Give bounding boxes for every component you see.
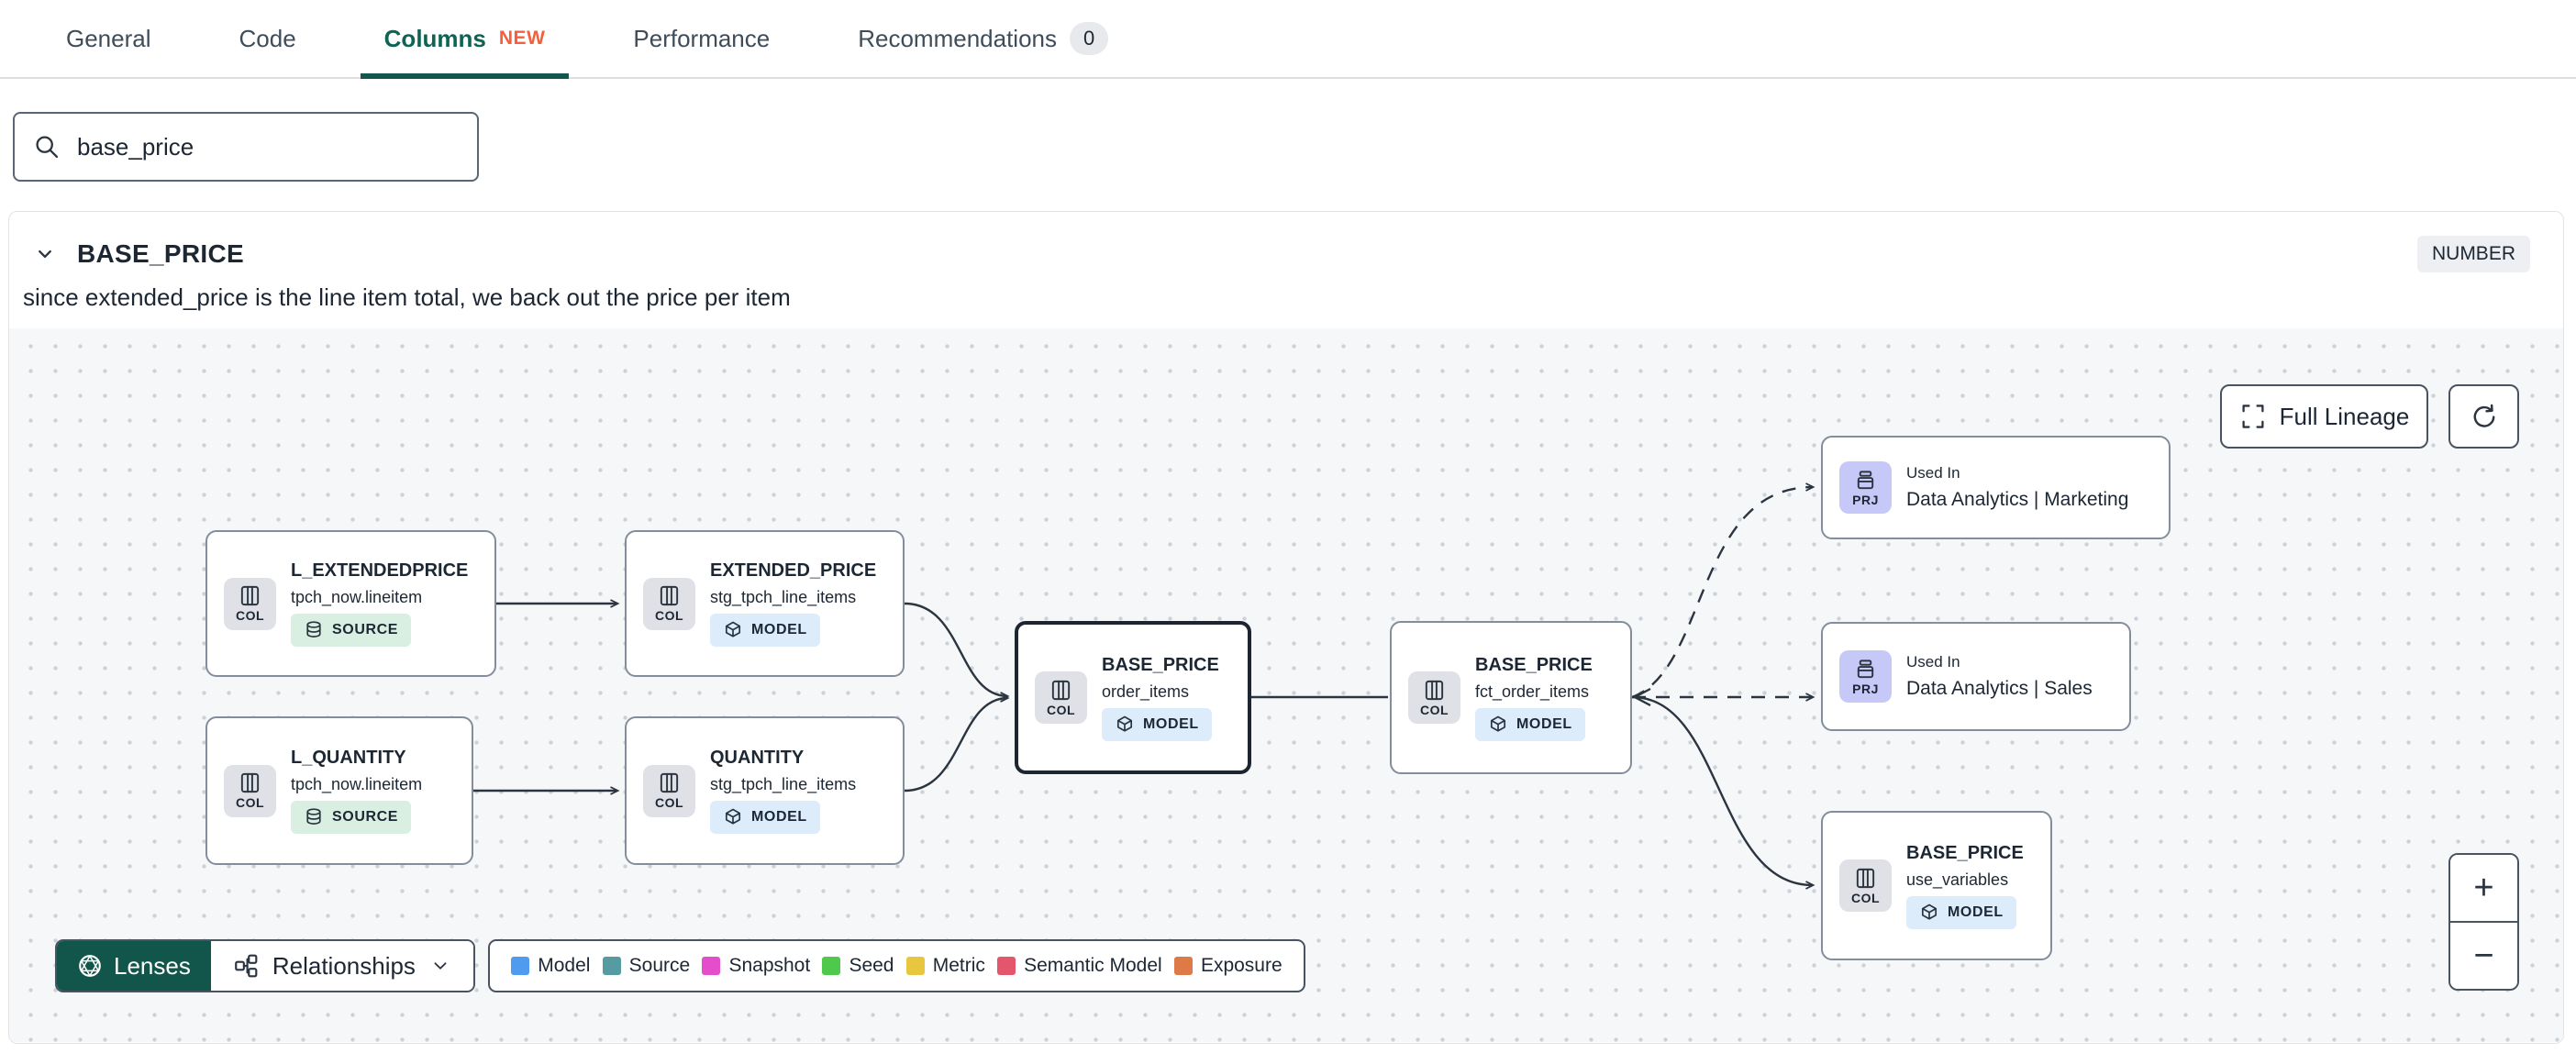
refresh-icon (2473, 404, 2494, 427)
cube-icon (1921, 903, 1938, 920)
archive-icon (1857, 659, 1874, 678)
columns-icon (240, 772, 260, 793)
zoom-controls: + − (2448, 853, 2519, 991)
full-lineage-button[interactable]: Full Lineage (2220, 384, 2428, 449)
legend-item-semantic-model: Semantic Model (997, 955, 1162, 977)
tab-general[interactable]: General (66, 24, 151, 52)
seed-swatch (822, 957, 841, 975)
cube-icon (725, 621, 741, 637)
lineage-canvas[interactable]: Full Lineage COL L_EXTENDEDPRICE tpch_no… (9, 328, 2563, 1042)
refresh-button[interactable] (2448, 384, 2519, 449)
legend-item-seed: Seed (822, 955, 894, 977)
column-chip: COL (643, 764, 695, 817)
legend-item-snapshot: Snapshot (702, 955, 810, 977)
columns-icon (660, 585, 679, 606)
lenses-toolbar: Lenses Relationships (55, 939, 475, 992)
lineage-edges (473, 482, 1815, 890)
lineage-node-base-price-fct-order-items[interactable]: COL BASE_PRICE fct_order_items MODEL (1390, 621, 1632, 774)
tab-code[interactable]: Code (239, 24, 296, 52)
search-input[interactable] (77, 132, 459, 161)
relationships-dropdown[interactable]: Relationships (210, 941, 473, 991)
zoom-out-button[interactable]: − (2450, 923, 2517, 989)
metric-swatch (905, 957, 925, 975)
cube-icon (725, 808, 741, 825)
model-badge: MODEL (710, 614, 820, 647)
model-swatch (511, 957, 530, 975)
tab-recommendations[interactable]: Recommendations 0 (834, 0, 1132, 77)
legend-item-metric: Metric (905, 955, 985, 977)
lineage-node-used-in-sales[interactable]: PRJ Used In Data Analytics | Sales (1821, 622, 2131, 731)
model-badge: MODEL (1906, 895, 2016, 929)
source-badge: SOURCE (291, 801, 412, 834)
source-badge: SOURCE (291, 614, 412, 647)
column-chip: COL (643, 577, 695, 630)
node-type-legend: Model Source Snapshot Seed Metric Semant… (488, 939, 1305, 992)
project-chip: PRJ (1839, 650, 1892, 703)
chevron-down-icon (434, 962, 447, 970)
tab-performance[interactable]: Performance (633, 24, 771, 52)
project-chip: PRJ (1839, 461, 1892, 514)
source-swatch (602, 957, 621, 975)
archive-icon (1857, 470, 1874, 489)
zoom-in-button[interactable]: + (2450, 855, 2517, 923)
column-name: BASE_PRICE (77, 239, 244, 268)
column-chip: COL (224, 764, 276, 817)
column-chip: COL (224, 577, 276, 630)
columns-icon (1051, 680, 1071, 700)
new-badge: NEW (498, 28, 546, 49)
column-description: since extended_price is the line item to… (23, 283, 791, 311)
collapse-chevron-icon[interactable] (31, 240, 59, 268)
search-box[interactable] (13, 112, 479, 182)
column-chip: COL (1035, 671, 1087, 724)
model-badge: MODEL (710, 801, 820, 834)
legend-item-source: Source (602, 955, 690, 977)
cube-icon (1490, 715, 1506, 732)
tab-bar: General Code Columns NEW Performance Rec… (0, 0, 2576, 79)
lineage-node-l-extendedprice[interactable]: COL L_EXTENDEDPRICE tpch_now.lineitem SO… (205, 530, 496, 677)
lineage-node-used-in-marketing[interactable]: PRJ Used In Data Analytics | Marketing (1821, 436, 2171, 539)
cube-icon (1116, 715, 1133, 732)
lineage-node-quantity[interactable]: COL QUANTITY stg_tpch_line_items MODEL (625, 716, 905, 865)
column-panel-header: BASE_PRICE NUMBER (9, 212, 2563, 278)
model-badge: MODEL (1102, 707, 1212, 741)
exposure-swatch (1173, 957, 1193, 975)
hierarchy-icon (234, 954, 258, 978)
column-chip: COL (1408, 671, 1460, 724)
database-icon (306, 808, 321, 825)
search-row (0, 79, 2576, 182)
lineage-node-extended-price[interactable]: COL EXTENDED_PRICE stg_tpch_line_items M… (625, 530, 905, 677)
recommendations-count-badge: 0 (1070, 22, 1109, 55)
columns-icon (660, 772, 679, 793)
lineage-node-base-price-order-items[interactable]: COL BASE_PRICE order_items MODEL (1015, 621, 1251, 774)
columns-icon (240, 585, 260, 606)
column-type-badge: NUMBER (2416, 236, 2530, 272)
database-icon (306, 621, 321, 637)
column-chip: COL (1839, 859, 1892, 912)
lineage-node-l-quantity[interactable]: COL L_QUANTITY tpch_now.lineitem SOURCE (205, 716, 473, 865)
lenses-button[interactable]: Lenses (57, 941, 211, 991)
column-panel: BASE_PRICE NUMBER since extended_price i… (8, 211, 2564, 1044)
model-badge: MODEL (1475, 707, 1585, 741)
expand-icon (2242, 405, 2264, 428)
aperture-icon (79, 955, 101, 977)
lineage-node-base-price-use-variables[interactable]: COL BASE_PRICE use_variables MODEL (1821, 811, 2052, 960)
tab-columns[interactable]: Columns NEW (360, 0, 570, 79)
columns-icon (1856, 868, 1875, 888)
search-icon (36, 136, 59, 159)
legend-item-exposure: Exposure (1173, 955, 1282, 977)
legend-item-model: Model (511, 955, 590, 977)
columns-icon (1425, 680, 1444, 700)
semantic-model-swatch (997, 957, 1016, 975)
snapshot-swatch (702, 957, 721, 975)
